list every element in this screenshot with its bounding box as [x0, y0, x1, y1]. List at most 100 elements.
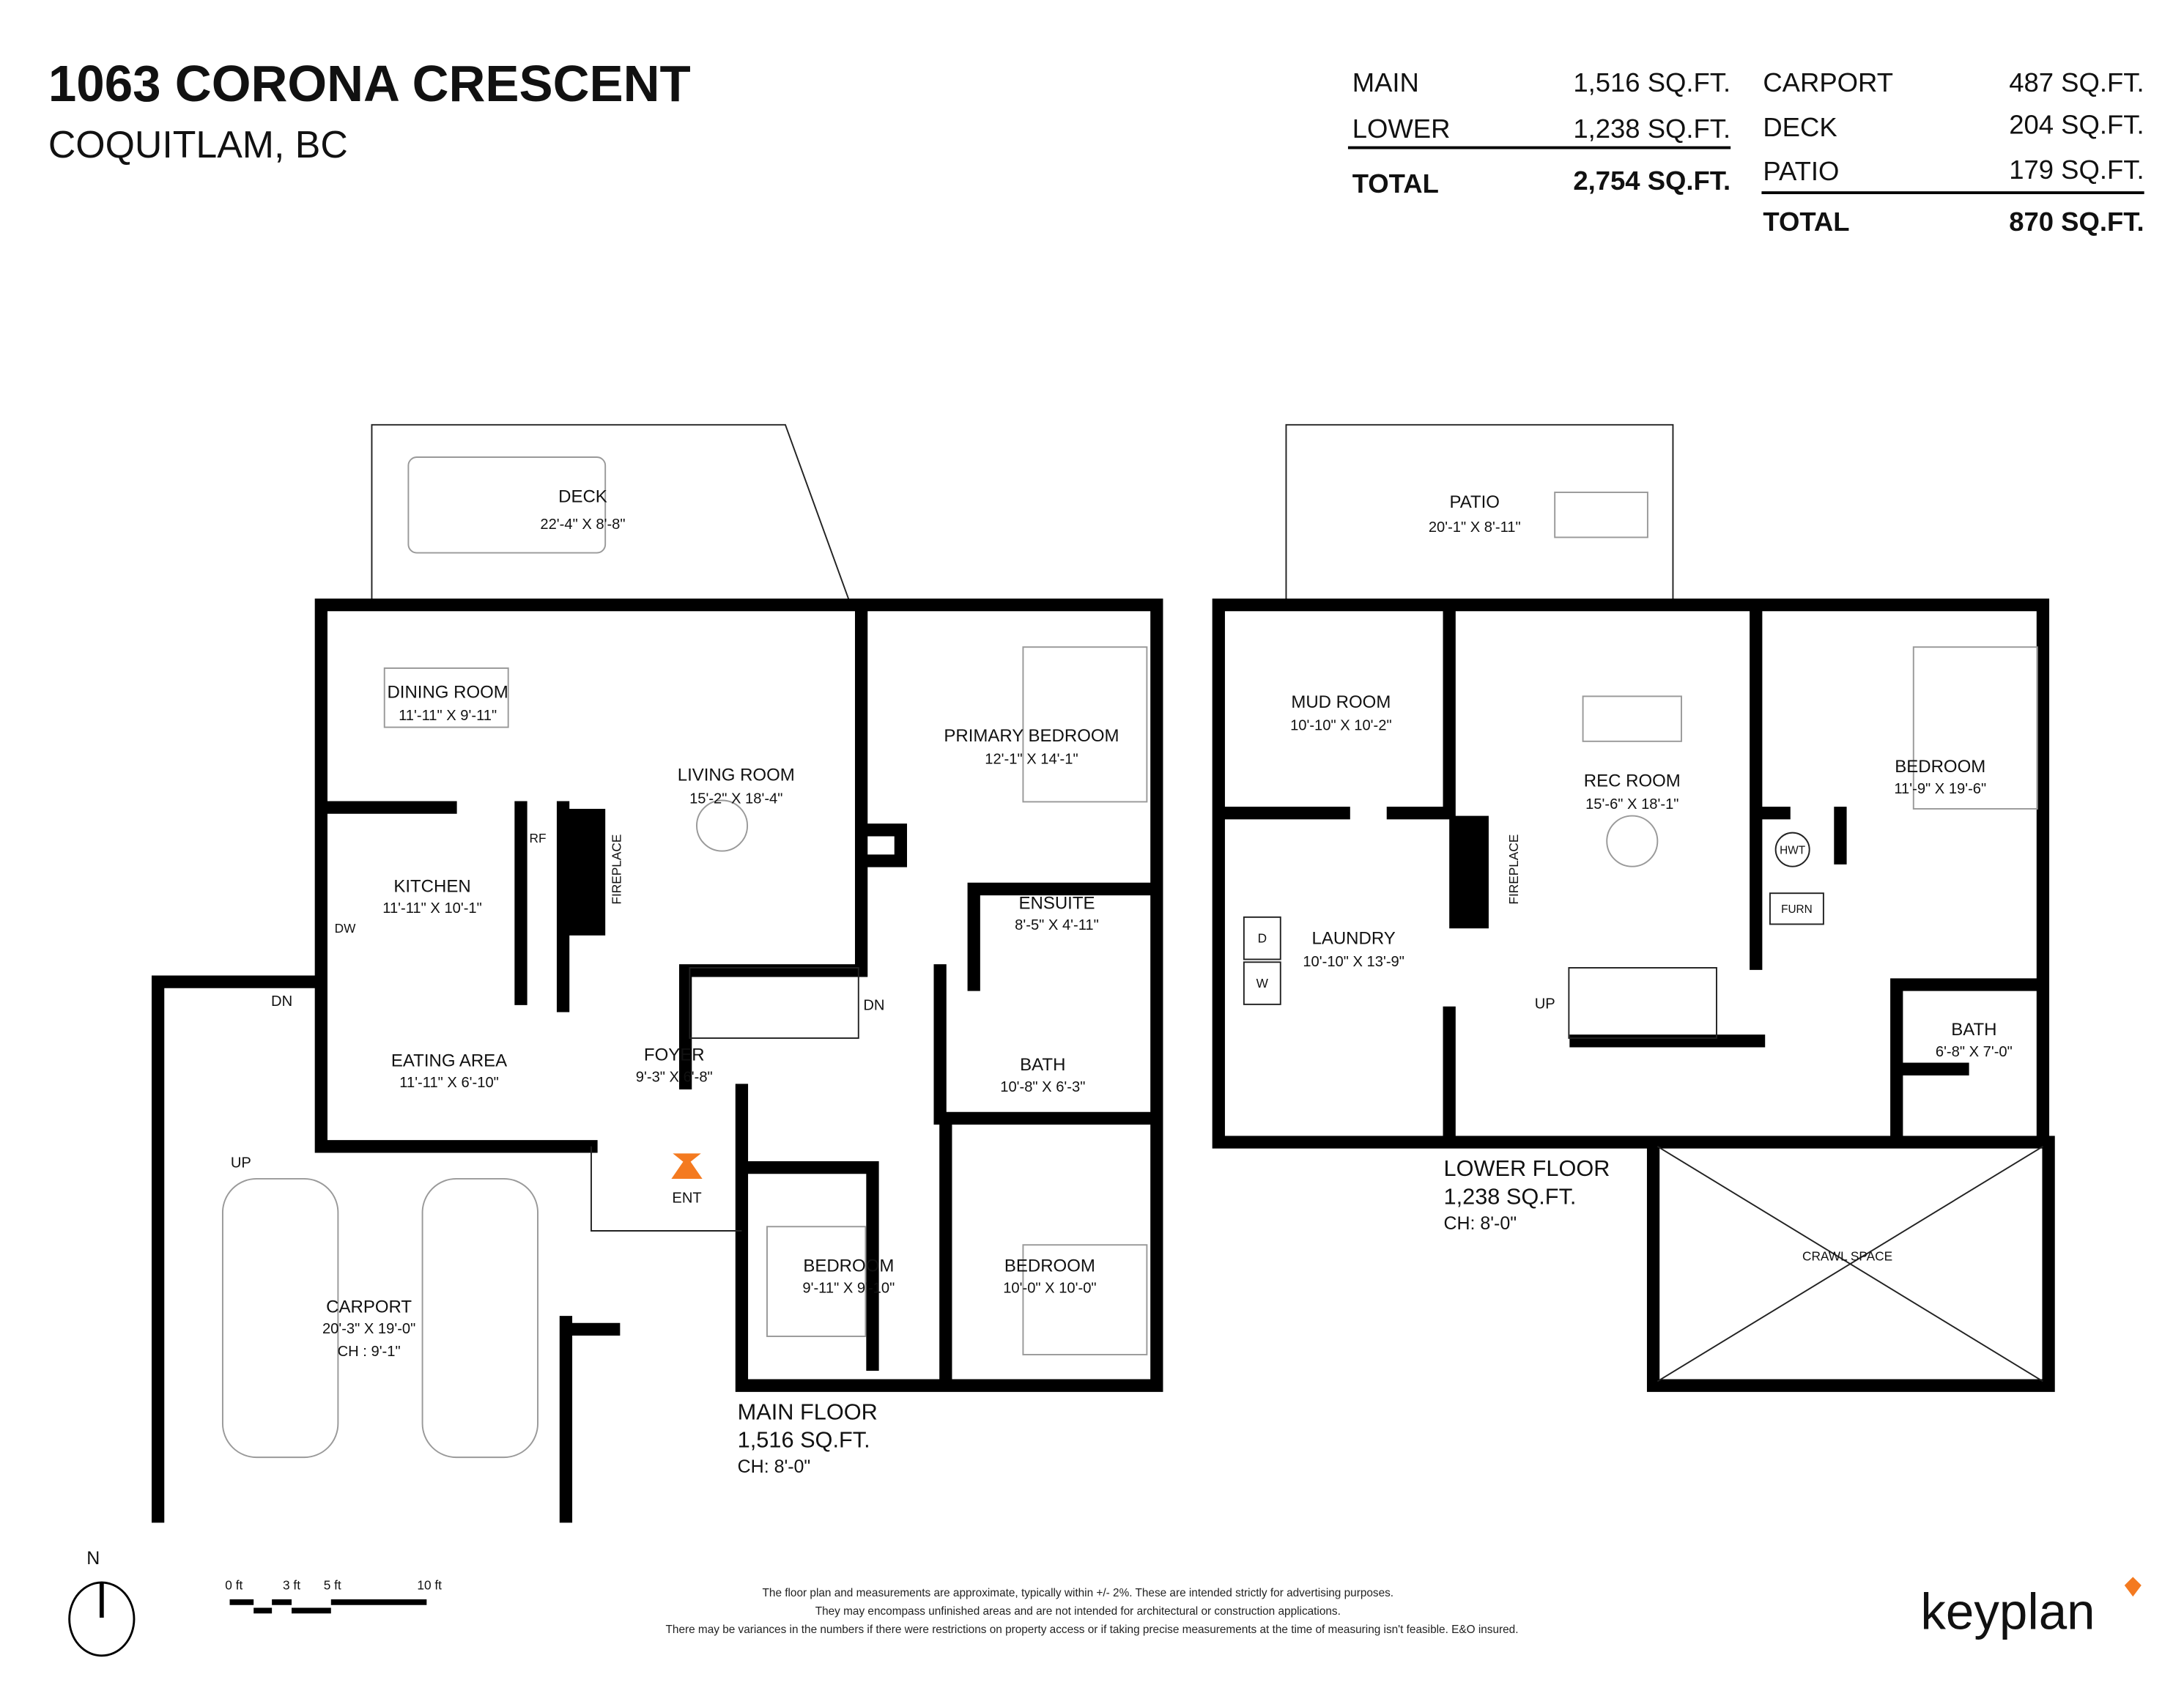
bed-icon — [1022, 1244, 1148, 1355]
main-floor-plan: DECK 22'-4" X 8'-8" DINING ROOM 11'-11" … — [151, 423, 1163, 1523]
room-dims: 12'-1" X 14'-1" — [985, 752, 1078, 768]
patio-outline — [1285, 423, 1674, 599]
floor-ceiling: CH: 8'-0" — [1444, 1213, 1517, 1234]
sofa-icon — [1582, 695, 1682, 742]
floor-area: 1,238 SQ.FT. — [1444, 1184, 1577, 1210]
summary-label: MAIN — [1352, 67, 1419, 97]
room-name: BEDROOM — [1895, 757, 1985, 777]
room-name: BATH — [1951, 1020, 1996, 1040]
room-name: DECK — [558, 486, 607, 506]
room-name: BEDROOM — [803, 1256, 894, 1276]
scale-bar: 0 ft 3 ft 5 ft 10 ft — [225, 1578, 442, 1614]
summary-value: 1,516 SQ.FT. — [1573, 67, 1730, 97]
bed-icon — [1022, 646, 1148, 803]
room-name: DINING ROOM — [387, 682, 508, 702]
summary-value: 179 SQ.FT. — [2009, 155, 2144, 185]
patio-table-icon — [1554, 492, 1648, 538]
summary-value: 487 SQ.FT. — [2009, 67, 2144, 97]
ceiling-height: CH : 9'-1" — [338, 1344, 401, 1360]
furnace-icon — [1769, 892, 1824, 925]
lower-floor-walls — [1212, 598, 2055, 1392]
room-dims: 10'-8" X 6'-3" — [1000, 1079, 1085, 1095]
room-dims: 9'-3" X 6'-8" — [636, 1069, 713, 1085]
room-name: REC ROOM — [1584, 771, 1681, 791]
main-floor-walls — [151, 598, 1163, 1523]
room-dims: 10'-0" X 10'-0" — [1003, 1280, 1096, 1296]
room-name: MUD ROOM — [1291, 692, 1391, 712]
fireplace-block — [566, 809, 606, 936]
room-name: LIVING ROOM — [678, 766, 795, 785]
room-name: BEDROOM — [1004, 1256, 1095, 1276]
entry-label: ENT — [672, 1191, 701, 1207]
summary-label: PATIO — [1763, 156, 1839, 186]
dining-table-icon — [383, 667, 509, 728]
room-dims: 11'-11" X 9'-11" — [399, 708, 497, 724]
room-name: KITCHEN — [393, 876, 470, 896]
lower-floor-plan: PATIO 20'-1" X 8'-11" MUD ROOM 10'-10" X… — [1212, 423, 2055, 1392]
room-dims: 10'-10" X 10'-2" — [1290, 717, 1392, 733]
summary-label: DECK — [1763, 112, 1837, 142]
floor-title: MAIN FLOOR — [738, 1399, 878, 1424]
room-dims: 15'-2" X 18'-4" — [689, 791, 782, 807]
table-icon — [1606, 815, 1659, 867]
fireplace-label: FIREPLACE — [609, 834, 623, 905]
summary-total-value: 2,754 SQ.FT. — [1573, 166, 1730, 196]
fridge-label: RF — [530, 831, 547, 845]
north-label: N — [86, 1548, 100, 1569]
crawl-diagonal — [1656, 1145, 2043, 1382]
fireplace-block — [1449, 815, 1489, 929]
summary-value: 204 SQ.FT. — [2009, 109, 2144, 139]
stairs-down-label: DN — [271, 993, 292, 1010]
dryer-label: D — [1258, 930, 1267, 945]
scale-bar-graphic — [229, 1599, 427, 1614]
washer-label: W — [1256, 976, 1269, 991]
stairs-down-label: DN — [863, 998, 884, 1014]
room-name: CRAWL SPACE — [1802, 1248, 1892, 1263]
room-dims: 9'-11" X 9'-10" — [802, 1280, 895, 1296]
room-name: PRIMARY BEDROOM — [944, 726, 1119, 746]
floor-ceiling: CH: 8'-0" — [738, 1456, 811, 1477]
furnace-label: FURN — [1781, 903, 1813, 916]
room-name: FOYER — [644, 1045, 705, 1065]
disclaimer: The floor plan and measurements are appr… — [666, 1587, 1519, 1636]
stairs — [1568, 967, 1717, 1039]
disclaimer-line: There may be variances in the numbers if… — [666, 1624, 1519, 1636]
property-address: 1063 CORONA CRESCENT — [48, 55, 691, 112]
stairs-up-label: UP — [231, 1155, 251, 1171]
room-dims: 20'-3" X 19'-0" — [322, 1321, 415, 1337]
scale-label: 0 ft — [225, 1578, 243, 1593]
summary-value: 1,238 SQ.FT. — [1573, 114, 1730, 144]
room-dims: 11'-9" X 19'-6" — [1894, 781, 1986, 797]
summary-label: LOWER — [1352, 114, 1451, 144]
entry-triangle-icon — [671, 1156, 703, 1179]
summary-total-value: 870 SQ.FT. — [2009, 207, 2144, 237]
room-dims: 15'-6" X 18'-1" — [1585, 796, 1678, 812]
table-icon — [696, 799, 749, 852]
room-dims: 6'-8" X 7'-0" — [1936, 1044, 2013, 1060]
car-icon — [221, 1178, 339, 1459]
room-dims: 20'-1" X 8'-11" — [1429, 519, 1521, 536]
disclaimer-line: They may encompass unfinished areas and … — [815, 1605, 1341, 1618]
washer-icon — [1243, 961, 1281, 1005]
summary-label: CARPORT — [1763, 67, 1893, 97]
room-dims: 8'-5" X 4'-11" — [1015, 917, 1099, 933]
stairs-up-label: UP — [1535, 996, 1555, 1013]
scale-label: 3 ft — [283, 1578, 300, 1593]
dryer-icon — [1243, 916, 1281, 960]
deck-furniture — [407, 456, 607, 554]
room-name: PATIO — [1450, 492, 1500, 512]
room-name: CARPORT — [326, 1297, 412, 1317]
scale-label: 5 ft — [324, 1578, 341, 1593]
entry-walk — [591, 1146, 742, 1232]
bed-icon — [766, 1226, 867, 1337]
brand-mark-icon — [2124, 1577, 2142, 1597]
north-arrow: N — [68, 1548, 136, 1657]
room-name: ENSUITE — [1018, 893, 1095, 913]
room-dims: 11'-11" X 10'-1" — [382, 900, 482, 917]
stairs — [689, 967, 859, 1039]
summary-total-label: TOTAL — [1763, 207, 1849, 237]
scale-label: 10 ft — [417, 1578, 442, 1593]
fireplace-label: FIREPLACE — [1506, 834, 1521, 905]
summary-total-label: TOTAL — [1352, 169, 1439, 199]
